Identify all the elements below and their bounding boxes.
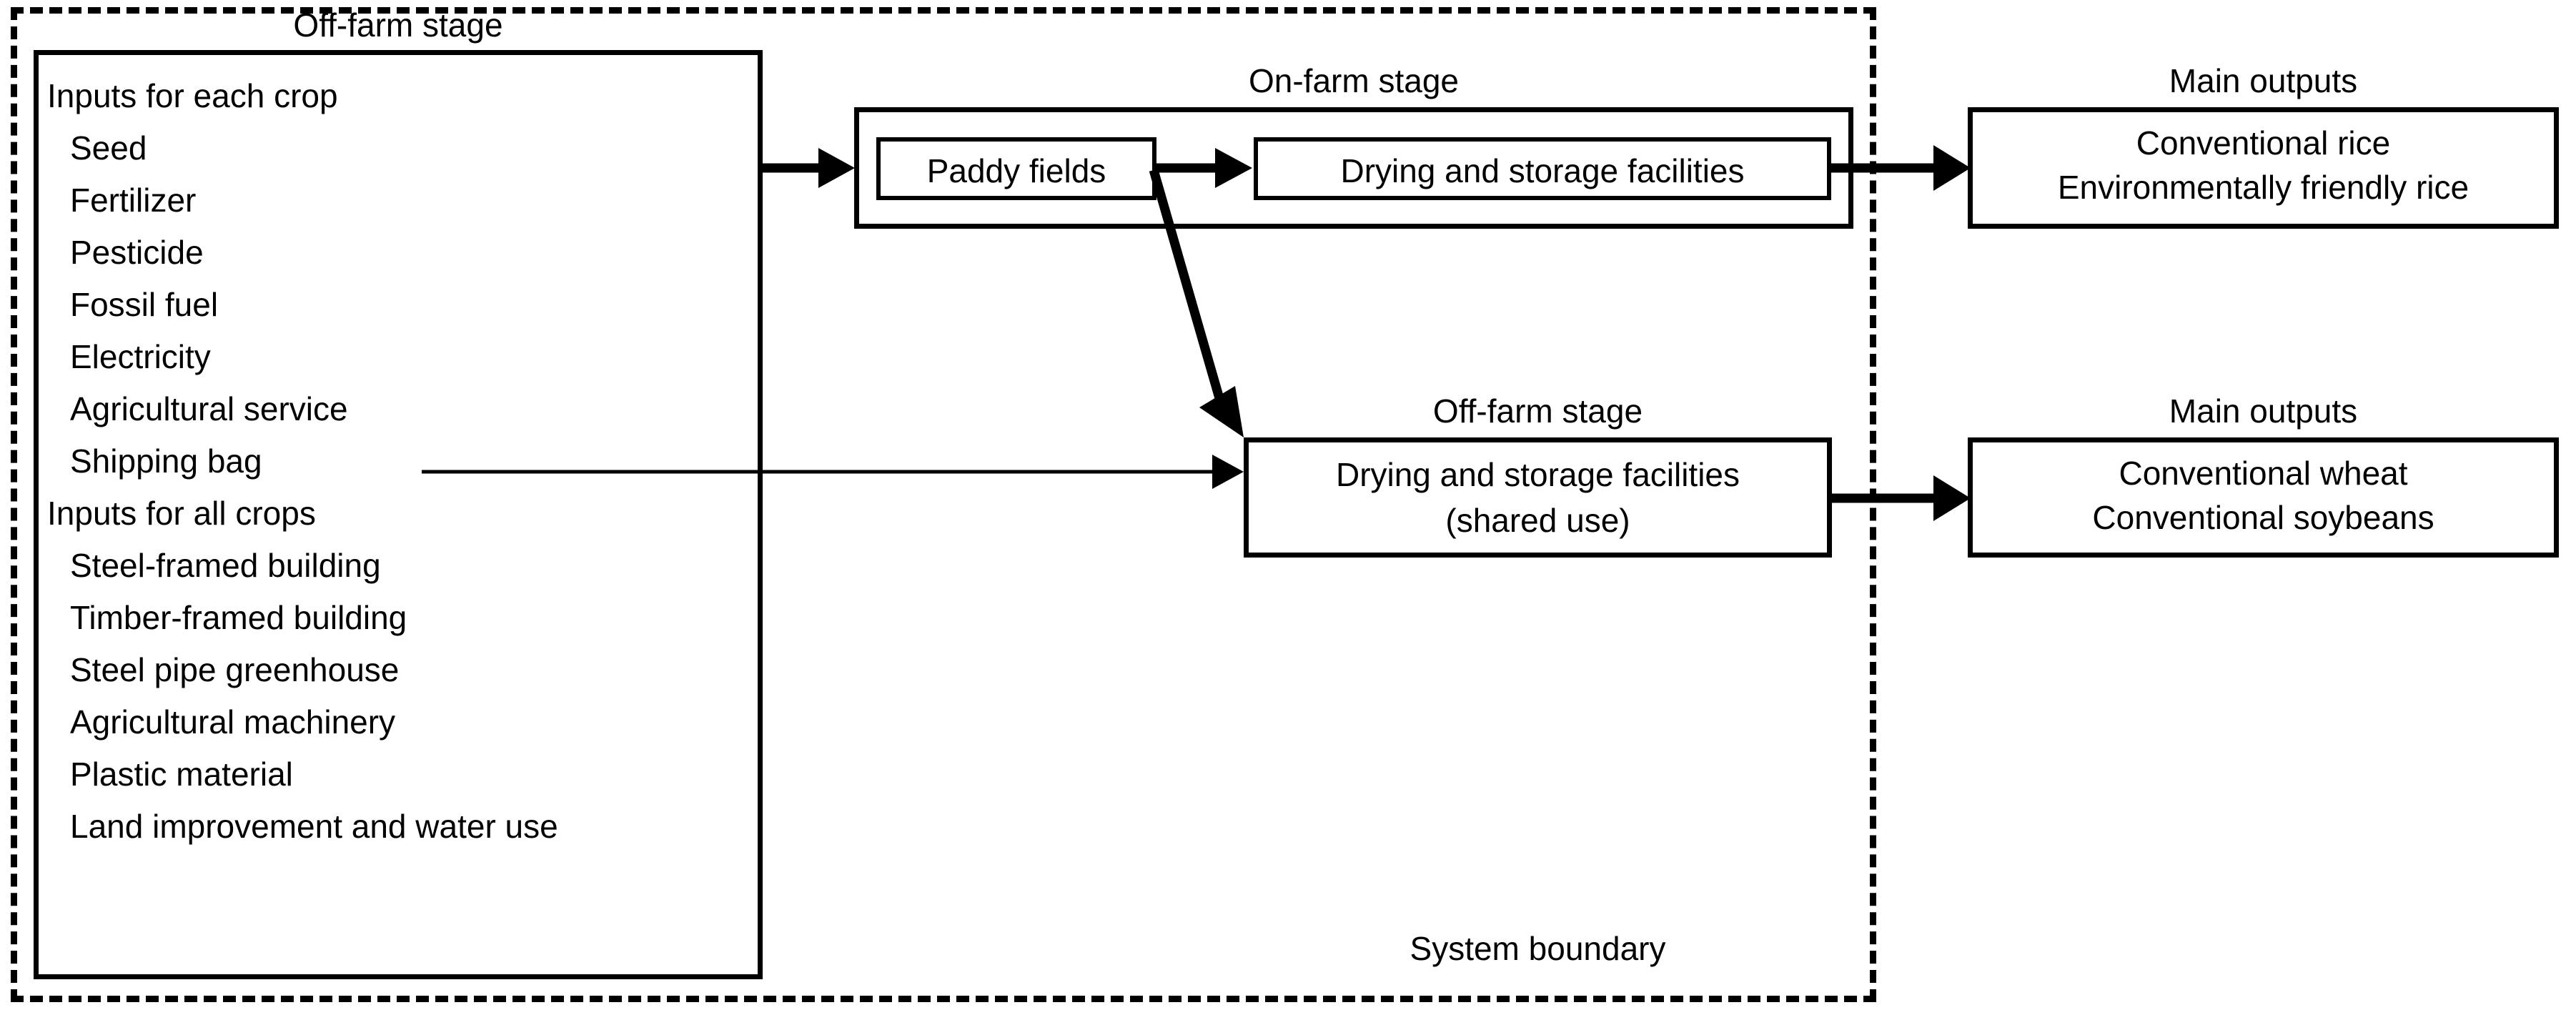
input-item-land-improvement-and-water-use: Land improvement and water use — [70, 808, 558, 845]
outputs-rice-box: Conventional rice Environmentally friend… — [1968, 107, 2559, 229]
onfarm-drying-storage-label: Drying and storage facilities — [1340, 152, 1745, 189]
outputs-upland-item-wheat: Conventional wheat — [2119, 455, 2408, 492]
outputs-rice-item-conventional: Conventional rice — [2136, 124, 2391, 162]
input-item-agricultural-machinery: Agricultural machinery — [70, 703, 396, 741]
input-item-shipping-bag: Shipping bag — [70, 442, 262, 480]
input-item-agricultural-service: Agricultural service — [70, 390, 348, 427]
outputs-rice-item-eco-friendly: Environmentally friendly rice — [2057, 169, 2470, 206]
input-item-seed: Seed — [70, 129, 147, 167]
input-item-fossil-fuel: Fossil fuel — [70, 286, 219, 323]
offfarm-left-caption: Off-farm stage — [293, 6, 503, 44]
inputs-group-all-crops-label: Inputs for all crops — [47, 495, 316, 532]
input-item-steel-framed-building: Steel-framed building — [70, 547, 381, 584]
paddy-fields-box: Paddy fields — [876, 137, 1156, 200]
outputs-upland-item-soybeans: Conventional soybeans — [2092, 499, 2434, 536]
input-item-timber-framed-building: Timber-framed building — [70, 599, 407, 636]
onfarm-drying-storage-box: Drying and storage facilities — [1254, 137, 1831, 200]
outputs-upland-box: Conventional wheat Conventional soybeans — [1968, 437, 2559, 558]
paddy-fields-label: Paddy fields — [926, 152, 1106, 189]
outputs-upland-caption: Main outputs — [2169, 392, 2358, 430]
inputs-group-each-crop-label: Inputs for each crop — [47, 77, 338, 114]
offfarm-shared-drying-line1: Drying and storage facilities — [1335, 456, 1740, 493]
input-item-fertilizer: Fertilizer — [70, 182, 197, 219]
input-item-electricity: Electricity — [70, 338, 211, 375]
offfarm-shared-drying-box: Drying and storage facilities (shared us… — [1244, 437, 1832, 558]
offfarm-left-box — [34, 50, 763, 979]
input-item-pesticide: Pesticide — [70, 234, 204, 271]
outputs-rice-caption: Main outputs — [2169, 62, 2358, 99]
inputs-list: Inputs for each crop Seed Fertilizer Pes… — [43, 70, 743, 853]
input-item-steel-pipe-greenhouse: Steel pipe greenhouse — [70, 651, 400, 688]
system-boundary-label: System boundary — [1410, 930, 1666, 967]
onfarm-caption: On-farm stage — [1249, 62, 1459, 99]
offfarm-shared-caption: Off-farm stage — [1432, 392, 1643, 430]
input-item-plastic-material: Plastic material — [70, 756, 293, 793]
offfarm-shared-drying-line2: (shared use) — [1445, 502, 1630, 539]
system-boundary-rect — [11, 7, 1876, 1002]
